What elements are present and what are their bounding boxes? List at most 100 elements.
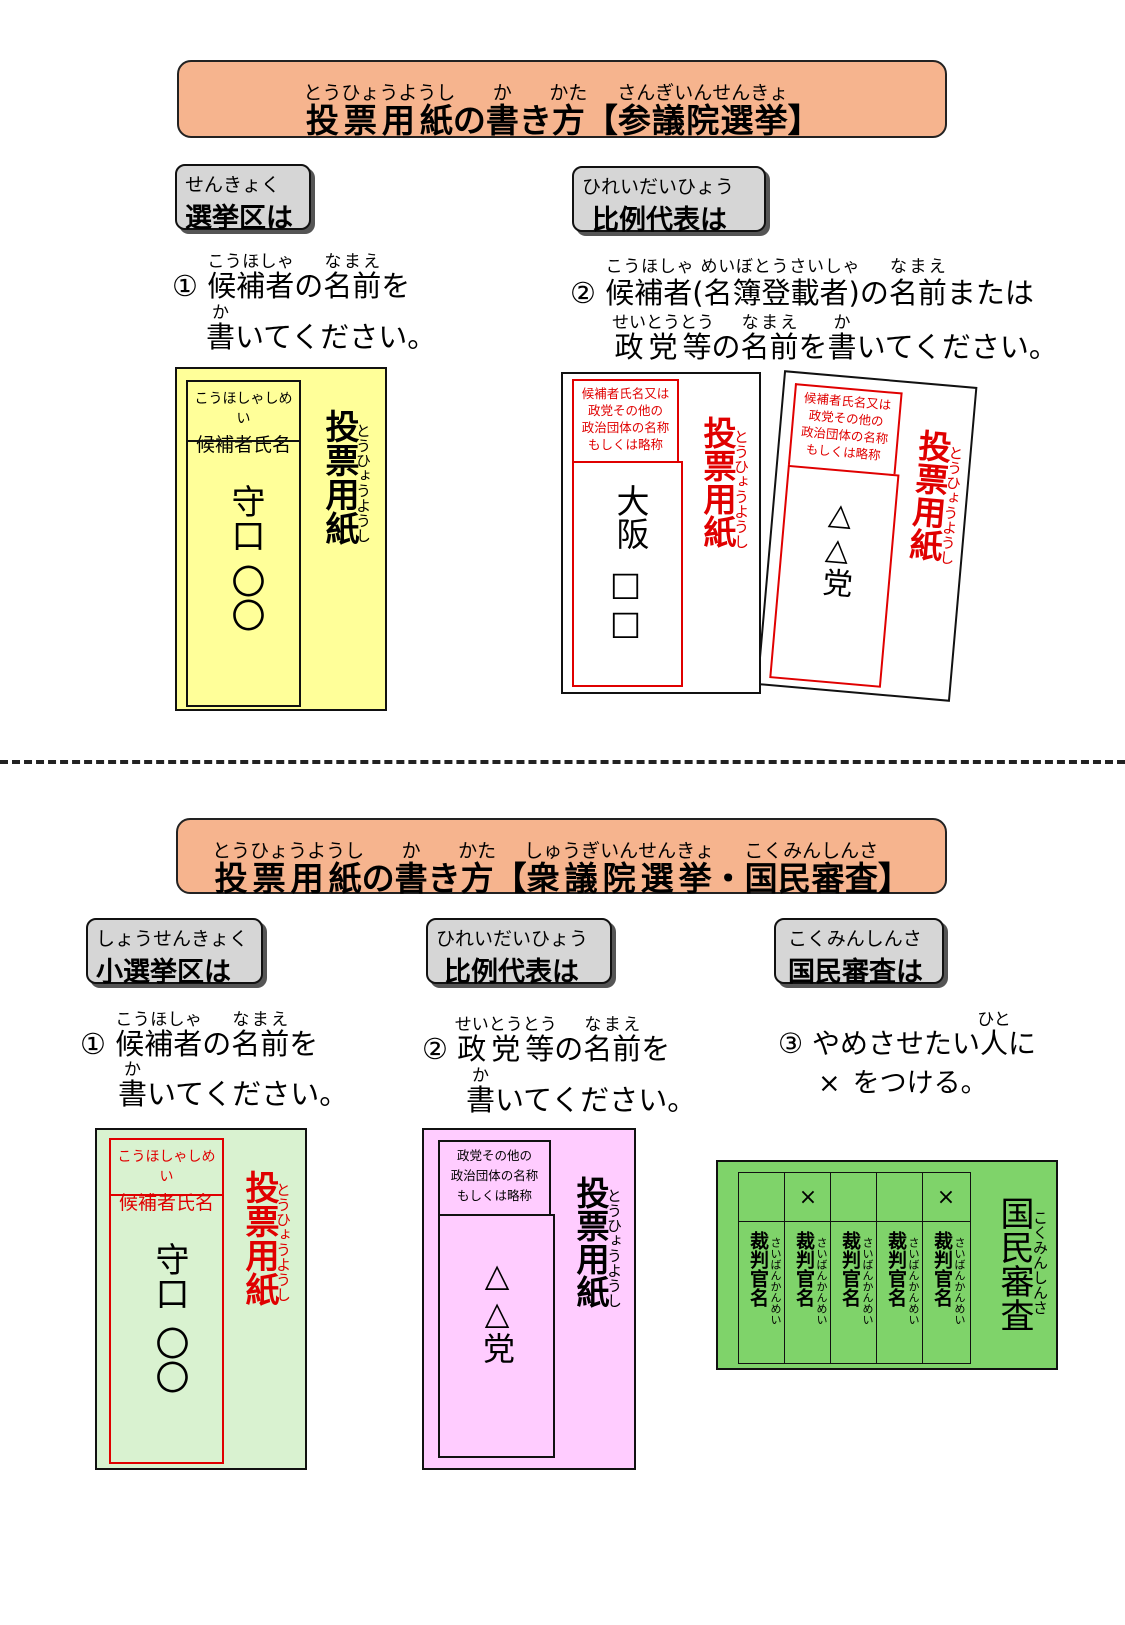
chip-label: 国民審査は	[788, 957, 923, 988]
lower-banner-word: の	[361, 859, 395, 898]
instruction-word: 候補者(名簿登載者)	[605, 276, 860, 310]
lower-banner-word: 国民審査	[744, 859, 879, 898]
instruction-word: をつける。	[852, 1068, 988, 1099]
lower-banner: 投票用紙とうひょうようしの書かき方かた【衆議院選挙しゅうぎいんせんきょ・国民審査…	[176, 818, 947, 895]
judge-name: 裁判官名	[931, 1231, 953, 1307]
ballot-title: 投票用紙	[571, 1176, 610, 1308]
ballot-name-2: □□	[606, 564, 645, 642]
chip-label: 小選挙区は	[96, 957, 231, 988]
instruction-word: 名前	[888, 276, 947, 310]
review-column: × 裁判官名 さいばんかんめい	[922, 1173, 969, 1363]
lower-banner-ruby: しゅうぎいんせんきょ	[524, 840, 715, 862]
review-column: 裁判官名 さいばんかんめい	[738, 1173, 785, 1363]
instruction-ruby: こうほしゃ めいぼとうさいしゃ	[605, 257, 860, 277]
instruction-word: の	[294, 269, 324, 303]
ballot-name-1: 守口	[149, 1242, 189, 1310]
instruction-word: 書	[827, 330, 857, 364]
upper-banner-word: 参議院選挙	[617, 101, 789, 140]
lower-chip-shosenkyoku: しょうせんきょく 小選挙区は	[86, 918, 263, 988]
instruction-word: いてください。	[147, 1077, 349, 1111]
upper-chip-senkyoku: せんきょく 選挙区は	[175, 164, 311, 234]
instruction-word: の	[711, 330, 741, 364]
ballot-header: こうほしゃしめい 候補者氏名	[186, 380, 301, 456]
instruction-number: ②	[570, 276, 596, 310]
instruction-ruby: なまえ	[888, 257, 947, 277]
ballot-header-line: もしくは略称	[456, 1188, 532, 1203]
lower-banner-ruby: か	[394, 840, 428, 862]
instruction-ruby: なまえ	[231, 1010, 290, 1030]
upper-banner-ruby: かた	[549, 82, 588, 104]
upper-banner-ruby: とうひょうようし	[303, 82, 456, 104]
review-column: 裁判官名 さいばんかんめい	[830, 1173, 877, 1363]
upper-banner-word: 方	[549, 101, 588, 140]
instruction-word: の	[554, 1032, 584, 1066]
upper-banner: 投票用紙とうひょうようしの書かき方かた【参議院選挙さんぎいんせんきょ】	[177, 60, 947, 138]
judge-name: 裁判官名	[747, 1231, 769, 1307]
judge-name-ruby: さいばんかんめい	[769, 1237, 782, 1325]
ballot-header: 候補者氏名又は 政党その他の 政治団体の名称 もしくは略称	[572, 379, 679, 461]
lower-instruction-3: ③ やめさせたい人ひとに	[778, 1010, 1036, 1058]
ballot-title: 投票用紙	[698, 416, 737, 548]
ballot-name-2: 〇〇	[225, 564, 265, 632]
instruction-word: いてください。	[495, 1083, 697, 1117]
upper-chip-hirei: ひれいだいひょう 比例代表は	[572, 166, 766, 236]
instruction-word: いてください。	[856, 330, 1058, 364]
upper-instruction-2: ② 候補者(名簿登載者)こうほしゃ めいぼとうさいしゃの名前なまえまたは	[570, 257, 1034, 308]
instruction-word: 名前	[231, 1027, 290, 1061]
upper-banner-word: 】	[787, 101, 821, 140]
ballot-header-line: 政党その他の	[456, 1148, 532, 1163]
instruction-word: 人	[977, 1027, 1011, 1060]
ballot-write-area	[438, 1214, 555, 1458]
lower-banner-word: 投票用紙	[212, 859, 365, 898]
instruction-word: 書	[206, 320, 236, 354]
ballot-title-ruby: とうひょうようし	[274, 1182, 292, 1302]
instruction-word: を	[381, 269, 411, 303]
lower-banner-word: き	[427, 859, 461, 898]
ballot-header: 政党その他の 政治団体の名称 もしくは略称	[438, 1140, 551, 1214]
judge-name-ruby: さいばんかんめい	[953, 1237, 966, 1325]
review-mark-row-line	[738, 1221, 970, 1222]
ballot-title: 投票用紙	[239, 1170, 279, 1306]
upper-banner-word: 投票用紙	[303, 101, 456, 140]
instruction-number: ③	[778, 1027, 804, 1060]
instruction-word: の	[202, 1027, 232, 1061]
ballot-header-line: もしくは略称	[587, 436, 663, 452]
upper-instruction-1-line2: 書かいてください。	[206, 303, 436, 352]
lower-instruction-3-line2: ×をつける。	[818, 1070, 988, 1097]
lower-banner-ruby: こくみんしんさ	[744, 840, 879, 862]
chip-ruby: ひれいだいひょう	[582, 176, 735, 198]
ballot-title-ruby: とうひょうようし	[732, 429, 750, 549]
ballot-header-line: 候補者氏名又は	[581, 386, 670, 401]
lower-instruction-1: ① 候補者こうほしゃの名前なまえを	[80, 1010, 318, 1059]
ballot-header-line: 政治団体の名称	[450, 1168, 539, 1183]
ballot-name-1: 守口	[225, 484, 265, 552]
judge-name-ruby: さいばんかんめい	[815, 1237, 828, 1325]
lower-instruction-1-line2: 書かいてください。	[118, 1060, 348, 1109]
ballot-name-1: 大阪	[611, 484, 650, 550]
lower-banner-ruby: かた	[458, 840, 497, 862]
ballot-write-area	[109, 1194, 224, 1464]
lower-banner-word: 書	[394, 859, 428, 898]
instruction-word: 名前	[323, 269, 382, 303]
judge-name-ruby: さいばんかんめい	[907, 1237, 920, 1325]
upper-instruction-1: ① 候補者こうほしゃの名前なまえを	[172, 252, 410, 301]
ballot-header-ruby: こうほしゃしめい	[194, 391, 293, 427]
instruction-word: 候補者	[207, 269, 295, 303]
instruction-word: いてください。	[235, 320, 437, 354]
chip-ruby: こくみんしんさ	[788, 928, 922, 950]
lower-chip-hirei: ひれいだいひょう 比例代表は	[426, 918, 612, 988]
instruction-ruby: か	[827, 313, 857, 333]
chip-ruby: ひれいだいひょう	[436, 928, 589, 950]
lower-banner-word: 方	[458, 859, 497, 898]
ballot-header: こうほしゃしめい 候補者氏名	[109, 1138, 224, 1214]
ballot-party-name: △△党	[815, 496, 860, 599]
ballot-header: 候補者氏名又は 政党その他の 政治団体の名称 もしくは略称	[787, 383, 903, 475]
upper-ballot-candidate: こうほしゃしめい 候補者氏名 守口 〇〇 投票用紙 とうひょうようし	[175, 367, 387, 711]
upper-banner-word: 書	[485, 101, 519, 140]
lower-banner-ruby: とうひょうようし	[212, 840, 365, 862]
upper-banner-ruby: か	[485, 82, 519, 104]
ballot-title: 投票用紙	[319, 409, 359, 545]
lower-banner-word: ・	[711, 859, 745, 898]
instruction-number: ①	[172, 269, 198, 303]
chip-ruby: せんきょく	[185, 174, 281, 196]
